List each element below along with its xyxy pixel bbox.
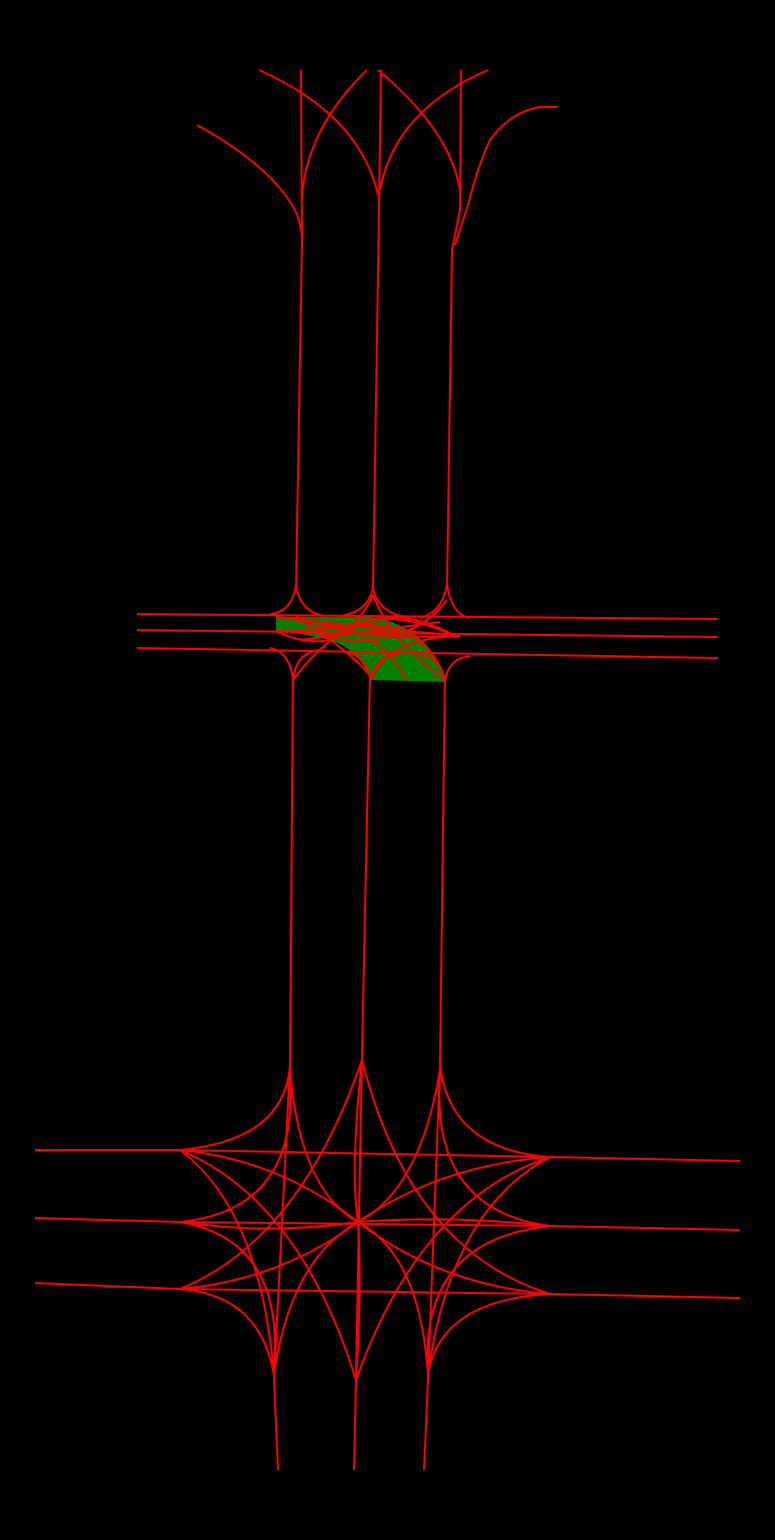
lane-branch-left-curve — [258, 69, 379, 196]
lane-vertical-right-south — [423, 1064, 441, 1471]
lower-corner-se — [427, 1293, 551, 1376]
upper-corner-n-right-l — [419, 584, 448, 619]
lower-turn-11 — [179, 1074, 292, 1223]
lane-branch-left-curve-2 — [301, 69, 368, 201]
lane-vertical-center-middle — [361, 674, 371, 1056]
lane-vertical-center-north — [372, 69, 382, 591]
lower-turn-12 — [438, 1074, 551, 1227]
upper-corner-n-right-r — [446, 584, 471, 619]
lane-vertical-right-north — [446, 69, 462, 591]
lower-turn-7 — [179, 1149, 357, 1381]
lane-horizontal-lower-2 — [34, 1217, 741, 1231]
lower-turn-9 — [179, 1059, 363, 1290]
upper-turn-3 — [295, 616, 373, 679]
upper-turn-8 — [292, 618, 456, 681]
lane-vertical-left-south — [273, 1064, 291, 1471]
lane-horizontal-upper-1 — [136, 613, 719, 620]
lane-horizontal-upper-3 — [136, 647, 719, 659]
lower-corner-nw — [179, 1064, 291, 1151]
upper-turn-6 — [372, 594, 446, 681]
upper-corner-ne-left — [295, 584, 326, 617]
upper-turn-12 — [299, 621, 441, 641]
lanes — [34, 69, 741, 1471]
upper-turn-11 — [299, 619, 461, 637]
lower-turn-8 — [355, 1156, 551, 1381]
lower-turn-10 — [361, 1059, 551, 1295]
lower-corner-ne — [439, 1064, 551, 1158]
lane-branch-right-curve — [379, 69, 489, 191]
lane-branch-far-right — [454, 106, 558, 246]
lane-horizontal-lower-1 — [35, 1149, 741, 1162]
upper-turn-7 — [319, 599, 448, 643]
lower-corner-sw — [179, 1288, 275, 1376]
lane-horizontal-lower-3 — [34, 1282, 741, 1299]
lower-turn-15 — [179, 1149, 275, 1376]
upper-corner-n-center-r — [372, 587, 406, 618]
upper-turn-9 — [370, 635, 456, 681]
lane-branch-center-curve — [377, 69, 461, 191]
lower-turn-16 — [427, 1156, 551, 1376]
lane-vertical-left-middle — [289, 674, 294, 1066]
lane-branch-far-left — [196, 124, 303, 241]
lower-turn-6 — [179, 1218, 551, 1230]
lane-vertical-right-middle — [439, 674, 446, 1066]
upper-corner-n-center-l — [339, 587, 374, 617]
upper-corner-nw — [269, 584, 297, 615]
